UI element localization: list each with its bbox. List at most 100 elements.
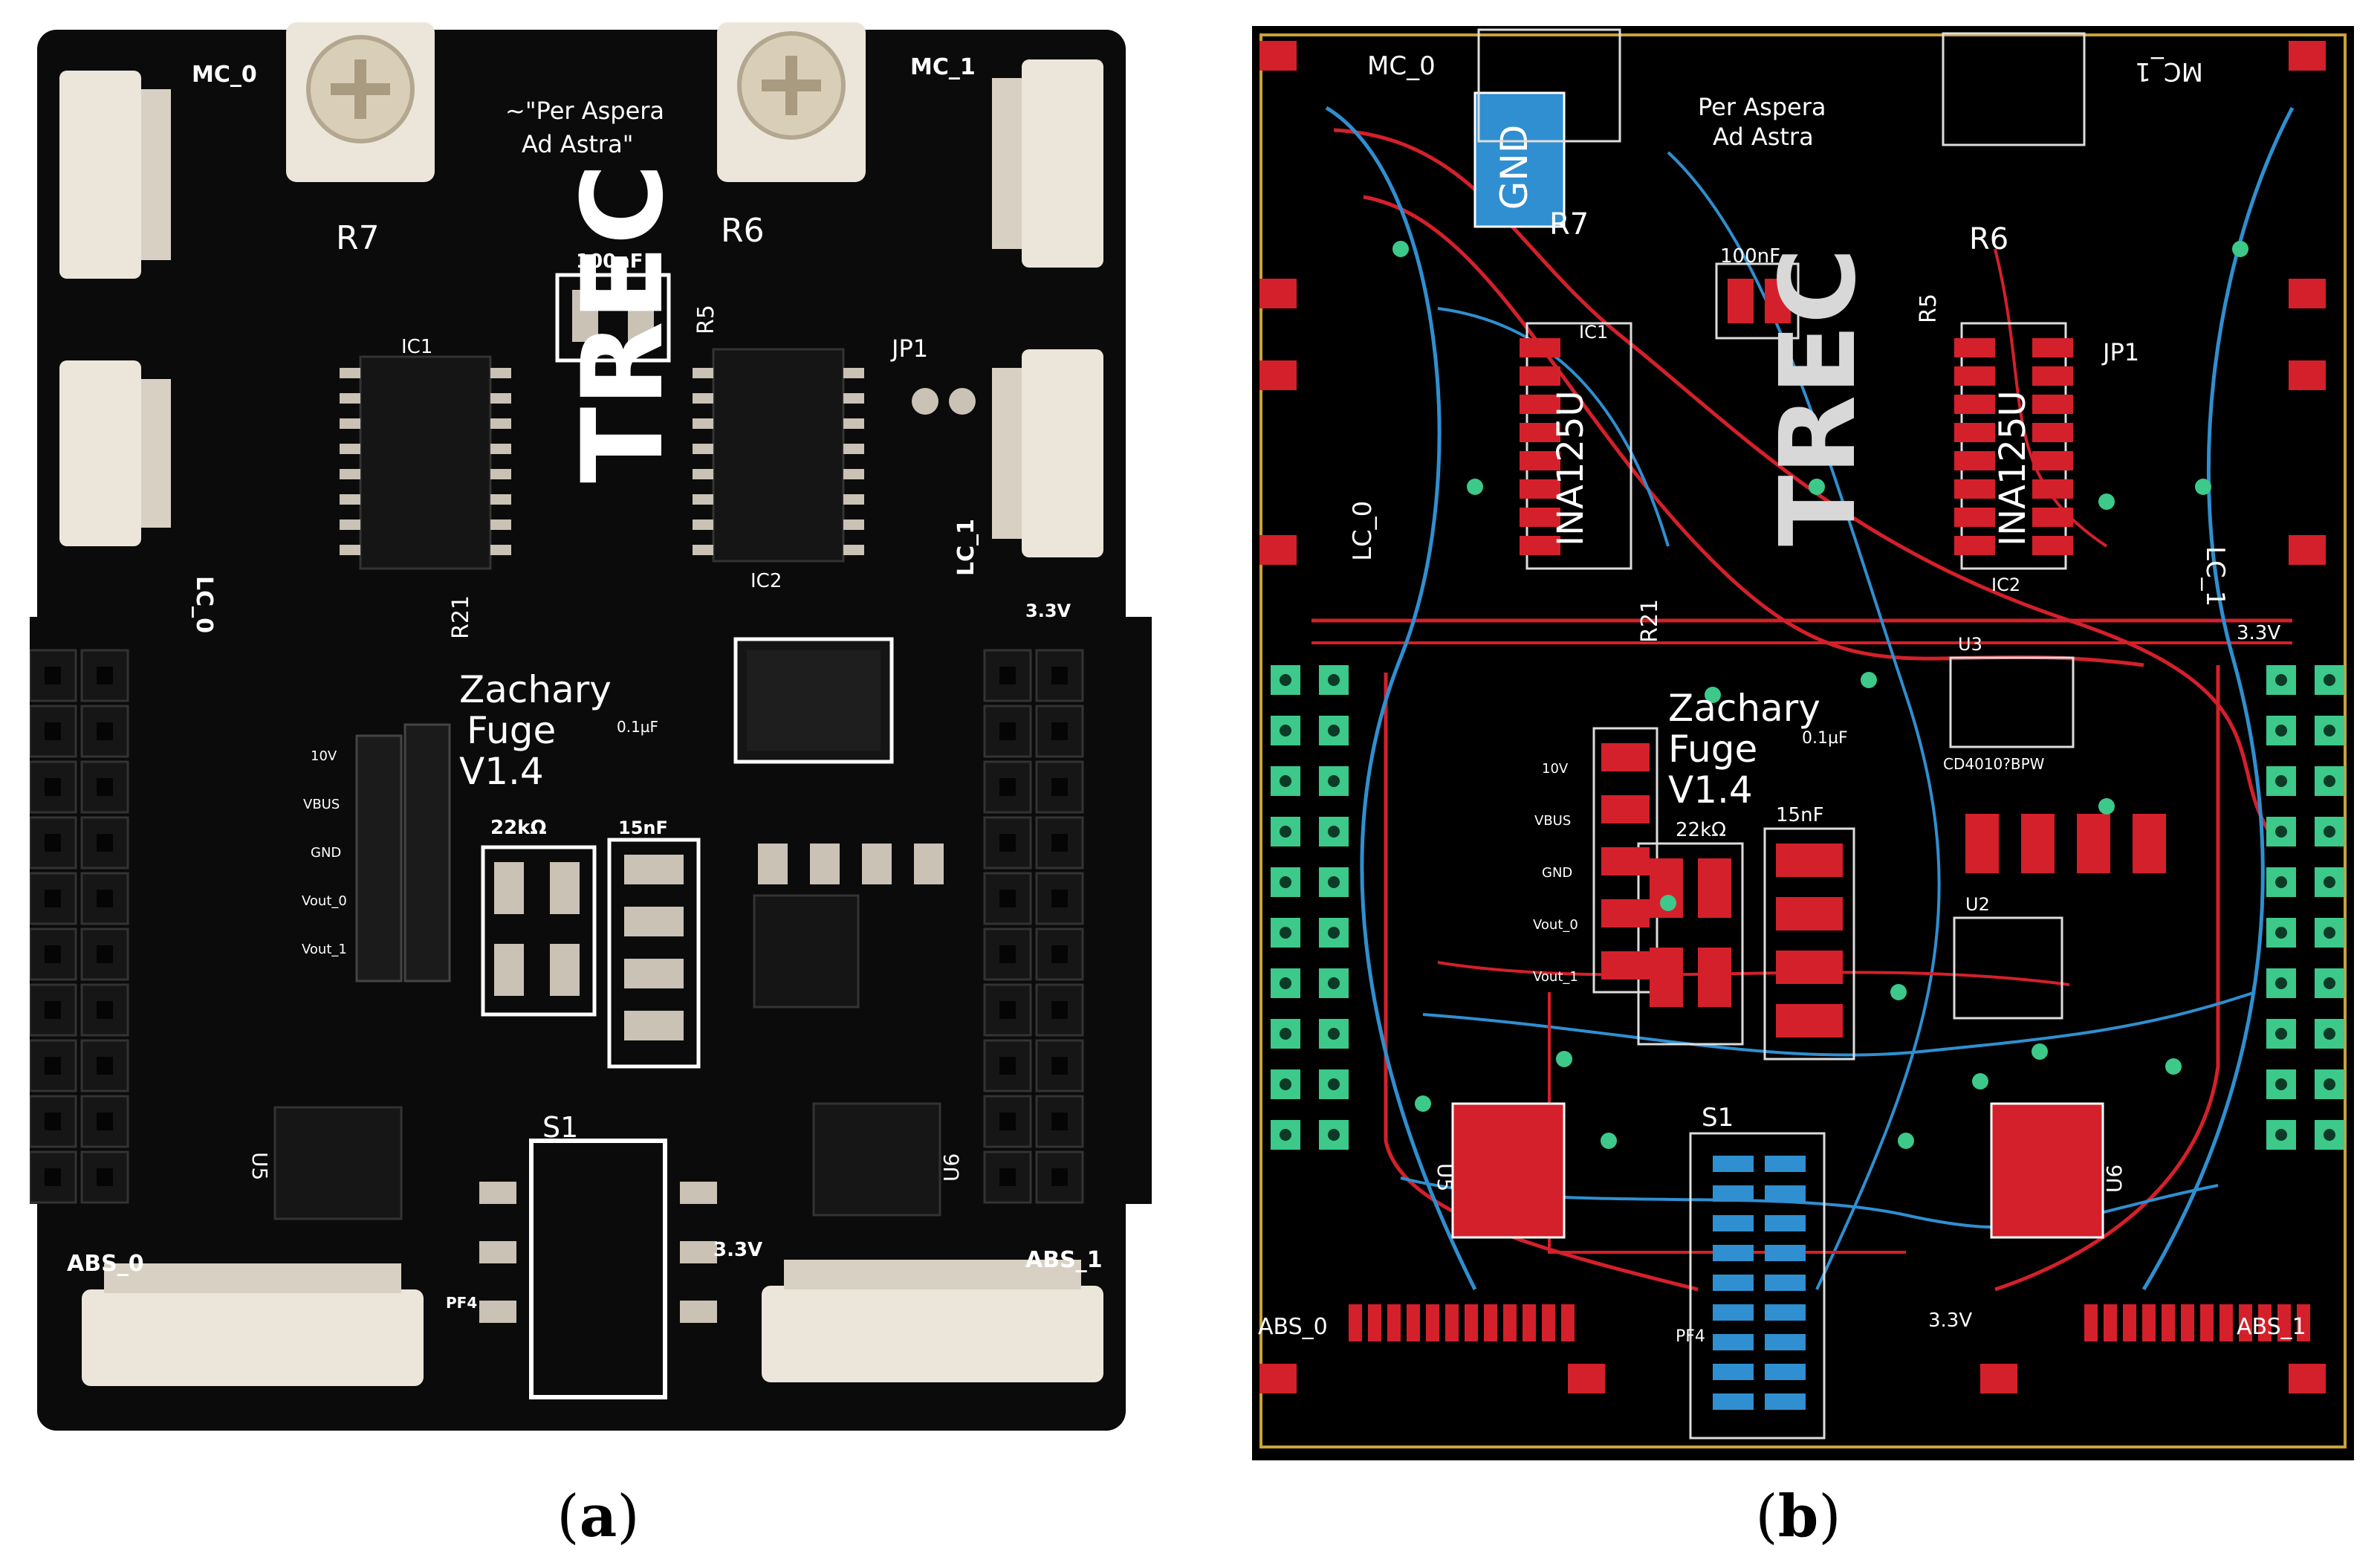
connector-mount-pad <box>2289 535 2326 565</box>
header-socket-hole <box>1051 1168 1068 1186</box>
connector-mount-pad <box>1259 279 1297 308</box>
board-photo-panel: TREC MC_0 MC_1 LC_0 LC_1 ABS_0 ABS_1 ~"P… <box>28 22 1152 1442</box>
ic-pin <box>340 368 360 378</box>
layout-via <box>1705 687 1721 703</box>
header-socket-hole <box>45 722 61 740</box>
ic-pin <box>693 393 713 404</box>
layout-via-hole <box>2324 1028 2335 1040</box>
layout-via <box>2032 1043 2048 1060</box>
layout-ic-pad <box>2032 395 2073 414</box>
ic1-chip <box>340 355 511 570</box>
ic-pin <box>843 418 864 429</box>
layout-abs-pad <box>2200 1304 2214 1341</box>
layout-abs-pad <box>2123 1304 2136 1341</box>
layout-pin-vbus: VBUS <box>1534 813 1571 829</box>
ic-pin <box>490 519 511 530</box>
layout-via-hole <box>2275 876 2287 888</box>
layout-res-pad <box>1698 948 1731 1007</box>
layout-abs-pad <box>2084 1304 2098 1341</box>
layout-via-hole <box>2275 826 2287 838</box>
layout-abs-pad <box>2162 1304 2175 1341</box>
layout-via-hole <box>1328 977 1340 989</box>
layout-label-lc0: LC_0 <box>1348 501 1378 561</box>
voltage-header-pins <box>355 723 451 982</box>
layout-label-mc1: MC_1 <box>2135 56 2203 86</box>
layout-author-line2: Fuge <box>1668 728 1757 771</box>
layout-switch-pad <box>1765 1364 1806 1380</box>
layout-abs-pad <box>1387 1304 1401 1341</box>
layout-via-hole <box>1280 927 1291 939</box>
header-socket-hole <box>45 890 61 907</box>
label-mc1: MC_1 <box>910 54 976 80</box>
layout-pwm-pad <box>2021 814 2055 873</box>
layout-ic-pad <box>1520 508 1560 527</box>
layout-header-pad <box>1601 743 1650 771</box>
ic-pin <box>693 418 713 429</box>
layout-via-hole <box>1280 826 1291 838</box>
layout-switch-pad <box>1765 1156 1806 1172</box>
layout-logo: TREC <box>1758 247 1879 546</box>
motto-line2: Ad Astra" <box>522 130 633 158</box>
layout-u3-part: CD4010?BPW <box>1943 755 2045 773</box>
cap-15nf-outline <box>1763 827 1855 1061</box>
layout-abs-pad <box>1445 1304 1459 1341</box>
layout-abs-pad <box>2104 1304 2117 1341</box>
label-15nf: 15nF <box>618 818 668 838</box>
layout-ic-pad <box>1520 395 1560 414</box>
layout-ic-pad <box>2032 338 2073 357</box>
header-socket-hole <box>999 1113 1016 1130</box>
header-socket <box>983 649 1032 702</box>
jp1-pads <box>912 388 976 415</box>
layout-label-lc1: LC_1 <box>2200 546 2230 606</box>
header-socket-hole <box>97 667 113 684</box>
voltage-pin-labels: 10V VBUS GND Vout_0 Vout_1 <box>302 748 347 957</box>
ic-pin <box>340 469 360 479</box>
layout-ic-pad <box>2032 423 2073 442</box>
connector-mount-pad <box>2289 360 2326 390</box>
layout-switch-pad <box>1765 1334 1806 1350</box>
layout-via-hole <box>2324 977 2335 989</box>
cap-15nf-pads <box>607 838 701 1069</box>
header-socket-hole <box>999 667 1016 684</box>
through-hole-pads <box>1271 241 2344 1150</box>
layout-abs-pad <box>1349 1304 1362 1341</box>
layout-via-hole <box>1280 1078 1291 1090</box>
label-lc0: LC_0 <box>191 576 217 633</box>
layout-via <box>1809 479 1825 495</box>
label-abs1: ABS_1 <box>1025 1247 1103 1273</box>
ic-pin <box>340 494 360 505</box>
header-socket-hole <box>1051 1057 1068 1075</box>
layout-cap-pad <box>1765 279 1791 323</box>
layout-abs-pad <box>2277 1304 2291 1341</box>
connector-mount-pad <box>1259 41 1297 71</box>
ic-pin <box>693 494 713 505</box>
layout-ic-pad <box>1954 395 1995 414</box>
label-lc1: LC_1 <box>953 519 979 576</box>
label-ic1: IC1 <box>401 336 432 358</box>
header-socket-hole <box>1051 890 1068 907</box>
caption-b-letter: b <box>1777 1483 1819 1550</box>
layout-pwm-pad <box>2133 814 2166 873</box>
label-s1: S1 <box>542 1111 578 1144</box>
layout-label-s1: S1 <box>1702 1103 1734 1133</box>
layout-header-pad <box>1601 795 1650 823</box>
ic-pin <box>843 494 864 505</box>
layout-ic-pad <box>2032 451 2073 470</box>
gnd-label: GND <box>1493 125 1536 210</box>
layout-ic-pad <box>1954 508 1995 527</box>
ic-pin <box>843 469 864 479</box>
layout-via-hole <box>2275 1129 2287 1141</box>
layout-label-mc0: MC_0 <box>1367 51 1436 81</box>
board-outline <box>1259 33 2347 1448</box>
layout-switch-pad <box>1765 1304 1806 1321</box>
header-socket-hole <box>999 890 1016 907</box>
layout-switch-pad <box>1765 1275 1806 1291</box>
layout-abs-pad <box>1426 1304 1439 1341</box>
layout-via <box>2195 479 2211 495</box>
ic2-outline <box>1960 322 2067 570</box>
caption-a-letter: a <box>579 1483 617 1550</box>
pin-label-vbus: VBUS <box>303 797 340 812</box>
header-socket-hole <box>97 834 113 852</box>
layout-via-hole <box>2275 1078 2287 1090</box>
layout-via-hole <box>2324 725 2335 736</box>
